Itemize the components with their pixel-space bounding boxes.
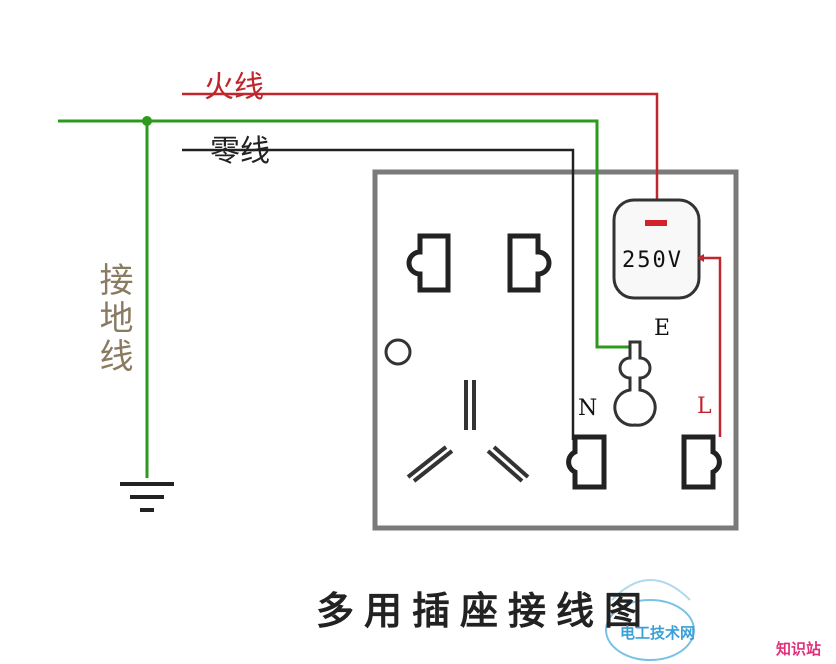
upper-socket-left-icon: [406, 233, 451, 293]
neutral-terminal-icon: [566, 434, 607, 490]
terminal-e-label: E: [654, 316, 671, 341]
live-wire-label: 火线: [204, 70, 264, 105]
watermark-text: 电工技术网: [620, 624, 696, 642]
diagram-title: 多用插座接线图: [316, 589, 653, 633]
watermark-logo-icon: [605, 579, 695, 661]
live-wire: [182, 92, 659, 200]
ground-wire: [58, 119, 630, 349]
terminal-l-label: L: [697, 394, 712, 419]
round-hole-icon: [384, 338, 412, 366]
three-pin-slots-icon: [406, 380, 530, 483]
ground-wire-label: 接地线: [93, 262, 133, 376]
upper-socket-right-icon: [507, 233, 552, 293]
earth-terminal-icon: [613, 340, 657, 427]
neutral-wire-label: 零线: [210, 134, 270, 169]
earth-symbol-icon: [120, 482, 174, 512]
terminal-n-label: N: [578, 396, 598, 421]
ground-junction-dot: [142, 116, 152, 126]
switched-live-wire: [699, 256, 722, 437]
switch-body: [612, 198, 701, 300]
switch-out-arrow-icon: [697, 254, 704, 262]
switch-rating-label: 250V: [622, 248, 683, 273]
watermark-subtext: 知识站: [776, 640, 822, 658]
switch-contact: [645, 220, 667, 226]
outlet-panel: [372, 169, 739, 531]
live-terminal-icon: [681, 434, 722, 490]
neutral-wire: [182, 148, 575, 440]
